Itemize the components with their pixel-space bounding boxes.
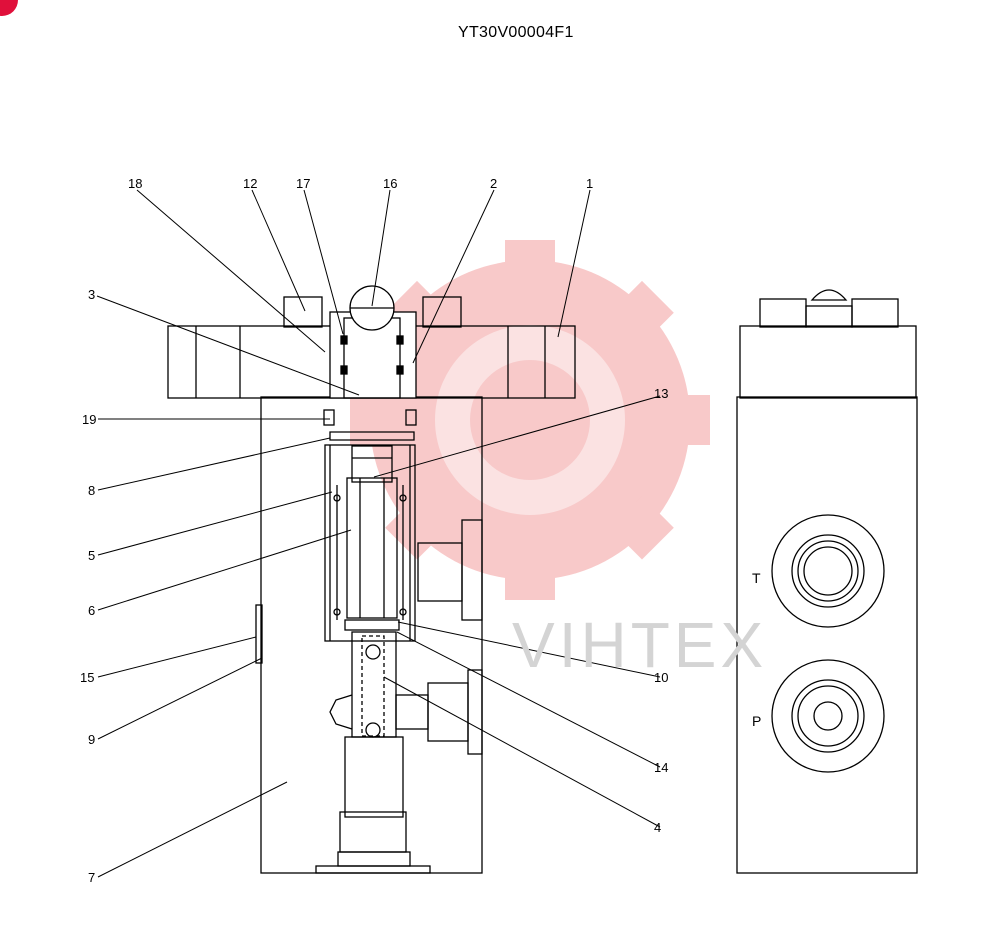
callout-2: 2 <box>490 176 498 191</box>
port-label-t: T <box>752 570 761 586</box>
callout-10: 10 <box>654 670 669 685</box>
callout-12: 12 <box>243 176 258 191</box>
watermark-text: VIHTEX <box>512 609 768 681</box>
callout-16: 16 <box>383 176 398 191</box>
callout-3: 3 <box>88 287 96 302</box>
callout-14: 14 <box>654 760 669 775</box>
callout-19: 19 <box>82 412 97 427</box>
callout-6: 6 <box>88 603 96 618</box>
callout-1: 1 <box>586 176 594 191</box>
port-label-p: P <box>752 713 762 729</box>
callout-5: 5 <box>88 548 96 563</box>
callout-9: 9 <box>88 732 96 747</box>
watermark-gear-icon <box>350 240 710 600</box>
drawing-number: YT30V00004F1 <box>458 24 574 41</box>
callout-13: 13 <box>654 386 669 401</box>
callout-7: 7 <box>88 870 96 885</box>
callout-8: 8 <box>88 483 96 498</box>
callout-17: 17 <box>296 176 311 191</box>
callout-4: 4 <box>654 820 662 835</box>
callout-15: 15 <box>80 670 95 685</box>
callout-18: 18 <box>128 176 143 191</box>
